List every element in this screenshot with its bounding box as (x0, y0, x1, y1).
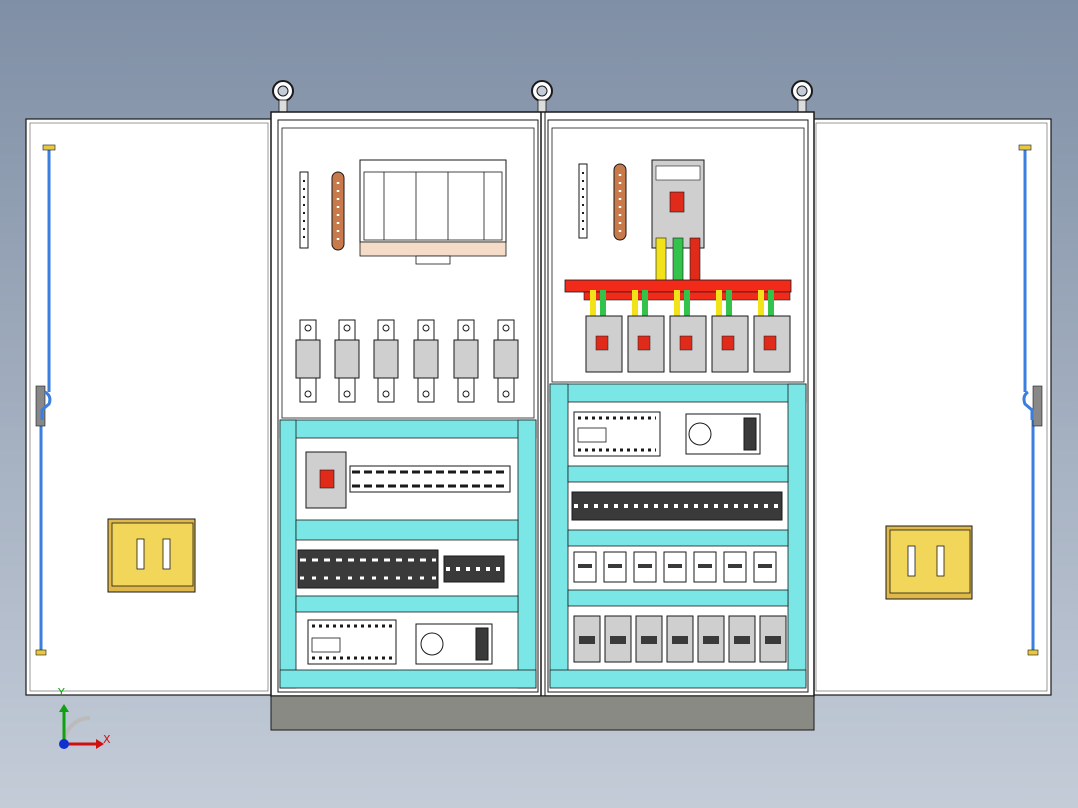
y-axis-label: Y (58, 686, 65, 699)
copper-earth-bar (331, 171, 345, 251)
contactor-row (573, 615, 787, 663)
fuse-holder (413, 319, 439, 403)
terminal-block-row (571, 491, 783, 521)
door-handle-rod (35, 144, 56, 656)
branch-breaker (669, 290, 707, 373)
fuse-holder (453, 319, 479, 403)
din-rail-row-1 (305, 451, 511, 509)
din-rail-row-2 (297, 549, 505, 589)
lifting-eye-icon (791, 80, 813, 113)
right-bay (549, 127, 807, 689)
main-breaker (651, 159, 705, 249)
fuse-holder (334, 319, 360, 403)
fuse-holder (373, 319, 399, 403)
branch-breakers (585, 290, 791, 373)
axis-triad (59, 704, 104, 749)
left-door (25, 118, 273, 696)
branch-breaker (753, 290, 791, 373)
relay-row (573, 551, 777, 583)
wire-duct-frame (549, 383, 807, 689)
branch-breaker (585, 290, 623, 373)
cabinet-plinth (270, 695, 815, 731)
document-pocket (885, 525, 973, 600)
plc-and-psu (307, 619, 493, 665)
incoming-wires (655, 237, 701, 287)
fuse-holder (295, 319, 321, 403)
left-bay (279, 127, 537, 689)
copper-earth-bar (613, 163, 627, 241)
fuse-holder (493, 319, 519, 403)
branch-breaker (711, 290, 749, 373)
door-handle-rod (1018, 144, 1043, 656)
right-door (811, 118, 1052, 696)
lifting-eye-icon (531, 80, 553, 113)
x-axis-label: X (103, 733, 111, 746)
wire-duct-frame (279, 419, 537, 689)
branch-breaker (627, 290, 665, 373)
z-axis-dot-icon (59, 739, 69, 749)
document-pocket (107, 518, 196, 593)
terminal-strip (578, 163, 588, 239)
plc-and-psu (573, 411, 761, 457)
fuse-holders (295, 319, 519, 403)
terminal-strip (299, 171, 309, 249)
main-switch (359, 159, 507, 265)
